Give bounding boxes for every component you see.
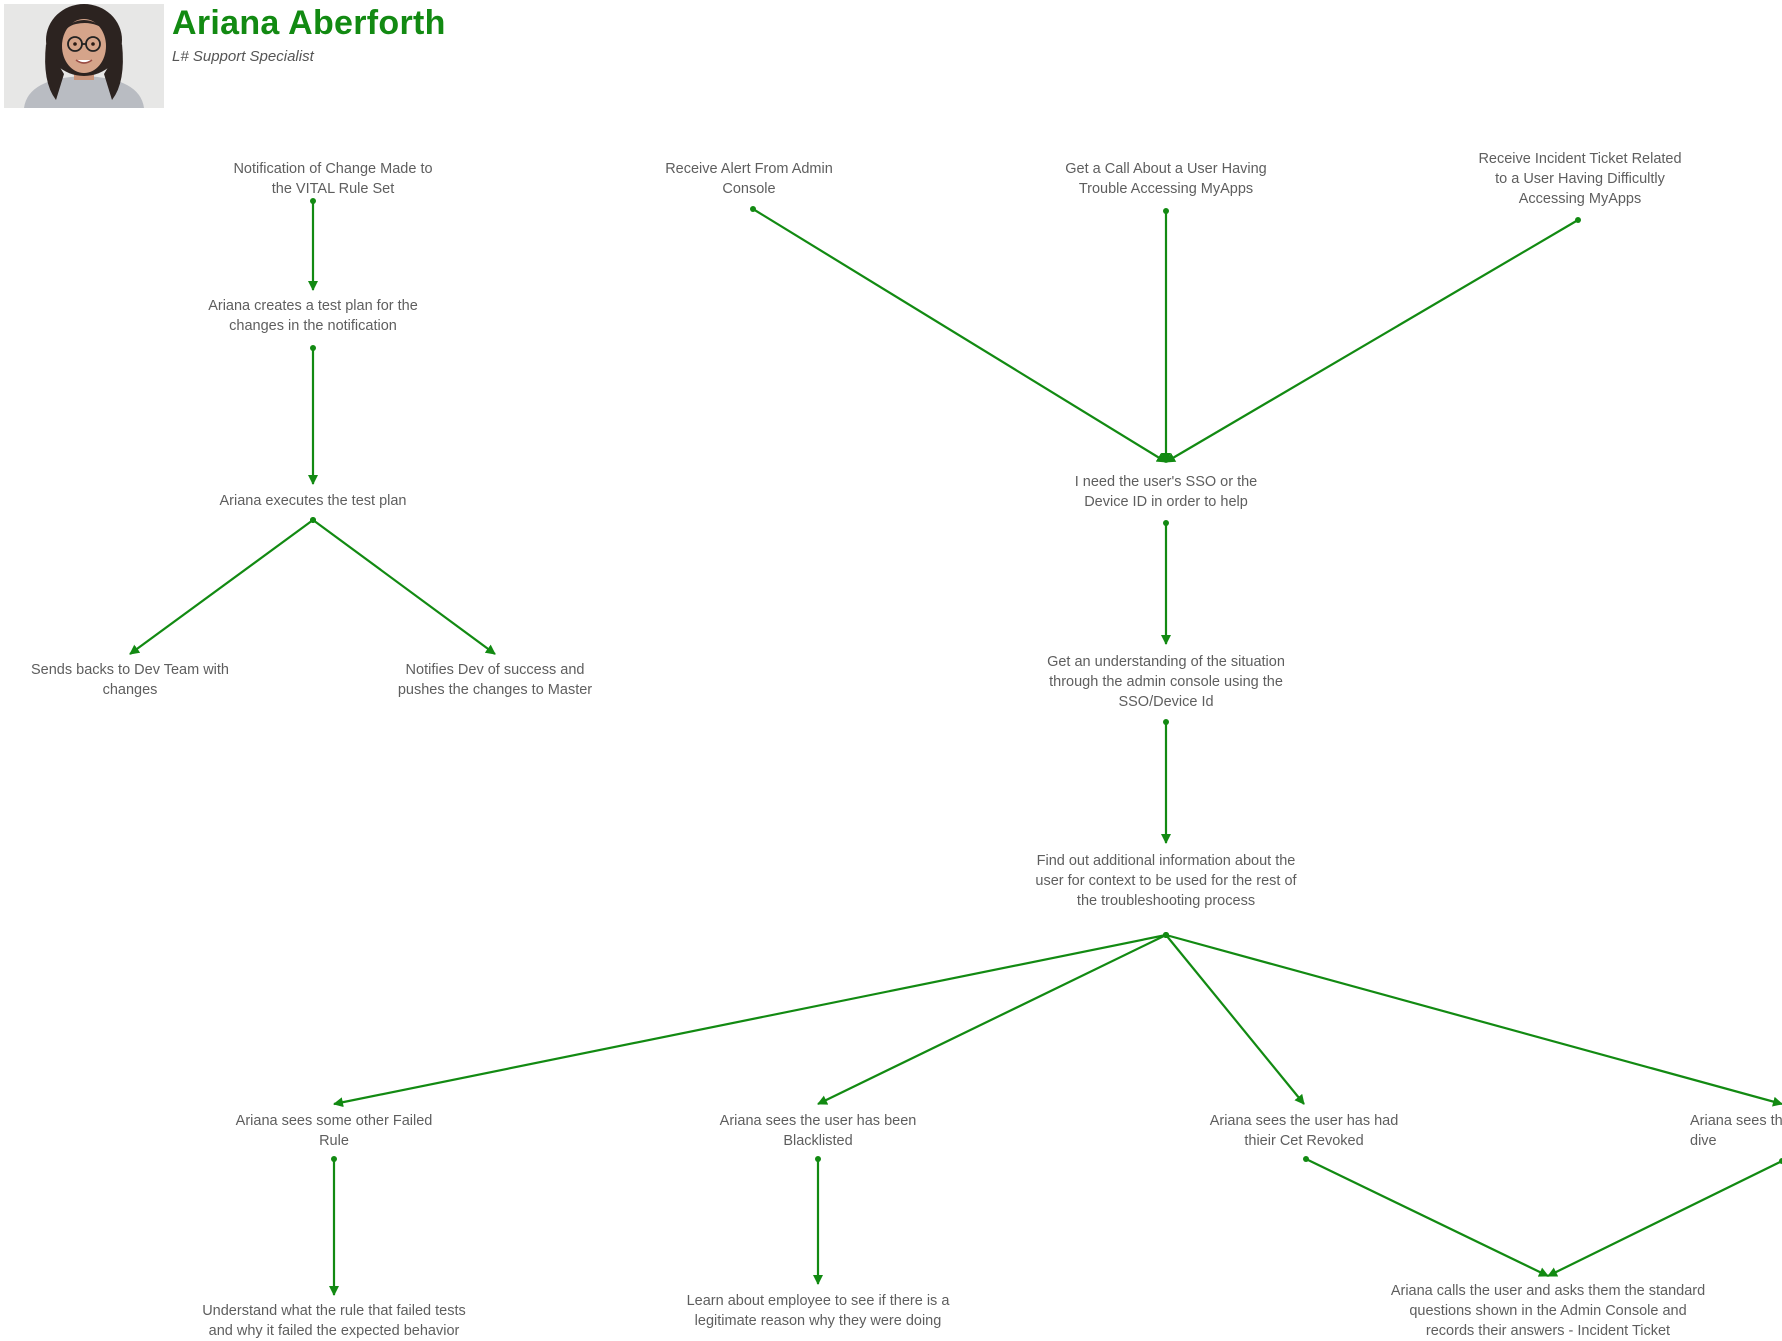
- flow-node-line: SSO/Device Id: [1118, 694, 1214, 710]
- avatar: [4, 4, 164, 108]
- flow-node-line: Ariana sees the user has had: [1209, 1113, 1399, 1129]
- flow-node-n8: Receive Incident Ticket Related to a User…: [1380, 149, 1780, 209]
- flow-node-line: Find out additional information about th…: [1036, 853, 1296, 869]
- flow-node-n4: Sends backs to Dev Team with changes: [0, 660, 330, 700]
- persona-name: Ariana Aberforth: [172, 4, 446, 42]
- flow-edge-start-dot: [1303, 1156, 1309, 1162]
- flow-node-line: Console: [722, 181, 776, 197]
- flow-node-line: Trouble Accessing MyApps: [1078, 181, 1254, 197]
- flow-edge-n11-n14: [1165, 934, 1305, 1105]
- flow-node-line: Rule: [319, 1133, 349, 1149]
- persona-role: L# Support Specialist: [172, 48, 314, 65]
- flow-edge-n11-n12: [333, 933, 1167, 1108]
- flow-edge-n8-n9: [1165, 219, 1579, 463]
- flow-node-line: Receive Incident Ticket Related: [1478, 151, 1682, 167]
- flow-node-line: to a User Having Difficultly: [1495, 171, 1665, 187]
- flow-edge-start-dot: [1779, 1158, 1782, 1164]
- flow-node-n3: Ariana executes the test plan: [113, 491, 513, 511]
- flow-edge-n15-n18: [1547, 1160, 1782, 1277]
- flow-node-line: Device ID in order to help: [1084, 494, 1248, 510]
- flow-node-n10: Get an understanding of the situation thr…: [966, 652, 1366, 712]
- flow-node-line: changes in the notification: [229, 318, 397, 334]
- flow-edge-start-dot: [310, 517, 316, 523]
- flow-node-line: through the admin console using the: [1049, 674, 1283, 690]
- flow-node-line: records their answers - Incident Ticket: [1425, 1323, 1671, 1339]
- flow-node-line: questions shown in the Admin Console and: [1409, 1303, 1687, 1319]
- flow-node-line: legitimate reason why they were doing: [694, 1313, 942, 1329]
- flow-edge-n11-n15: [1165, 933, 1782, 1107]
- portrait-image: [4, 4, 164, 108]
- flow-node-line: changes: [102, 682, 158, 698]
- flow-edge-n14-n18: [1305, 1158, 1549, 1277]
- flow-node-n11: Find out additional information about th…: [966, 851, 1366, 911]
- flow-edge-start-dot: [1575, 217, 1581, 223]
- flow-node-line: dive: [1690, 1133, 1717, 1149]
- flow-node-n14: Ariana sees the user has had thieir Cet R…: [1104, 1111, 1504, 1151]
- flow-edge-start-dot: [310, 198, 316, 204]
- flow-node-line: Accessing MyApps: [1518, 191, 1642, 207]
- flow-node-line: Get a Call About a User Having: [1065, 161, 1267, 177]
- flow-node-line: I need the user's SSO or the: [1074, 474, 1258, 490]
- flow-node-line: Understand what the rule that failed tes…: [202, 1303, 466, 1319]
- flow-node-line: and why it failed the expected behavior: [208, 1323, 460, 1339]
- flow-node-line: pushes the changes to Master: [397, 682, 593, 698]
- flow-node-line: the troubleshooting process: [1076, 893, 1256, 909]
- flow-node-line: Sends backs to Dev Team with: [31, 662, 229, 678]
- flow-edge-start-dot: [310, 345, 316, 351]
- flow-node-line: Blacklisted: [783, 1133, 853, 1149]
- flow-node-line: Ariana executes the test plan: [219, 493, 407, 509]
- flow-node-line: Ariana sees the user has been: [719, 1113, 917, 1129]
- flow-node-line: Notification of Change Made to: [233, 161, 433, 177]
- flow-node-n18: Ariana calls the user and asks them the …: [1348, 1281, 1748, 1341]
- flow-edge-n3-n5: [312, 519, 496, 655]
- flow-node-line: Get an understanding of the situation: [1047, 654, 1285, 670]
- flow-edge-start-dot: [815, 1156, 821, 1162]
- flow-node-line: Notifies Dev of success and: [405, 662, 585, 678]
- flow-edge-start-dot: [1163, 520, 1169, 526]
- flow-node-line: Ariana calls the user and asks them the …: [1390, 1283, 1706, 1299]
- flow-node-n17: Learn about employee to see if there is …: [618, 1291, 1018, 1331]
- flow-node-n2: Ariana creates a test plan for the change…: [113, 296, 513, 336]
- flow-node-line: Ariana sees th: [1690, 1113, 1782, 1129]
- flow-edge-start-dot: [1163, 932, 1169, 938]
- flow-edge-start-dot: [1163, 719, 1169, 725]
- flow-node-line: user for context to be used for the rest…: [1035, 873, 1297, 889]
- flow-edge-n11-n13: [817, 934, 1167, 1105]
- flow-edge-start-dot: [331, 1156, 337, 1162]
- flow-node-line: the VITAL Rule Set: [271, 181, 395, 197]
- flow-edge-n3-n4: [129, 519, 314, 655]
- flow-edge-n6-n9: [752, 208, 1167, 463]
- flow-node-n16: Understand what the rule that failed tes…: [134, 1301, 534, 1341]
- flow-edge-start-dot: [750, 206, 756, 212]
- flow-node-n5: Notifies Dev of success and pushes the ch…: [295, 660, 695, 700]
- flow-node-n15: Ariana sees th dive: [1690, 1111, 1782, 1151]
- flow-node-line: Ariana sees some other Failed: [235, 1113, 433, 1129]
- flow-node-n1: Notification of Change Made to the VITAL …: [133, 159, 533, 199]
- flow-node-line: thieir Cet Revoked: [1244, 1133, 1364, 1149]
- flow-edge-start-dot: [1163, 208, 1169, 214]
- flow-node-line: Receive Alert From Admin: [665, 161, 833, 177]
- flow-node-line: Ariana creates a test plan for the: [208, 298, 418, 314]
- flow-node-line: Learn about employee to see if there is …: [686, 1293, 950, 1309]
